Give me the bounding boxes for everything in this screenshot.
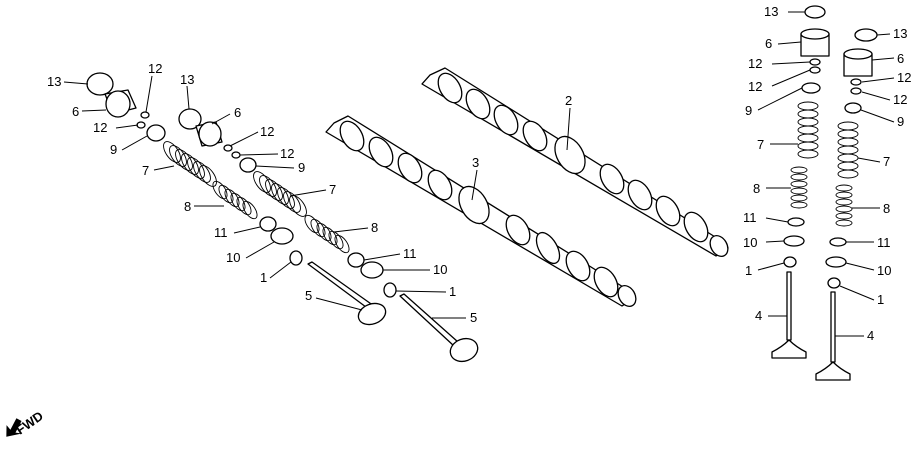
valve-stem-5b [399, 293, 459, 347]
seal-1c [783, 256, 797, 268]
callout-5: 5 [305, 288, 312, 303]
valve-head-5b [449, 337, 479, 363]
callout-1: 1 [260, 270, 267, 285]
valve-stem-4b [830, 291, 836, 363]
callout-4: 4 [867, 328, 874, 343]
callout-12: 12 [748, 79, 762, 94]
valve-head-4a [771, 339, 807, 359]
callout-6: 6 [765, 36, 772, 51]
spring-7b [253, 171, 307, 217]
callout-12: 12 [897, 70, 911, 85]
callout-8: 8 [184, 199, 191, 214]
seat-10a [270, 227, 294, 245]
callout-12: 12 [148, 61, 162, 76]
valve-assembly-left-a [86, 72, 387, 326]
shim-13c [804, 5, 826, 19]
spring-7a [163, 141, 217, 187]
callout-12: 12 [748, 56, 762, 71]
callout-2: 2 [565, 93, 572, 108]
callout-13: 13 [47, 74, 61, 89]
spring-8d [835, 184, 853, 227]
callout-10: 10 [743, 235, 757, 250]
callout-13: 13 [764, 4, 778, 19]
shim-13b [178, 108, 202, 130]
seal-1b [383, 282, 397, 298]
callout-3: 3 [472, 155, 479, 170]
callout-12: 12 [93, 120, 107, 135]
spring-8b [304, 214, 350, 254]
shim-13d [854, 28, 878, 42]
callout-6: 6 [897, 51, 904, 66]
callout-1: 1 [877, 292, 884, 307]
forward-label: FWD [13, 408, 46, 437]
callout-10: 10 [877, 263, 891, 278]
callout-11: 11 [403, 246, 417, 261]
callout-1: 1 [745, 263, 752, 278]
callout-7: 7 [329, 182, 336, 197]
valve-head-5a [357, 302, 387, 326]
seat-11b [347, 252, 365, 268]
seal-1d [827, 277, 841, 289]
spring-8c [790, 166, 808, 209]
retainer-9b [239, 157, 257, 173]
callout-9: 9 [298, 160, 305, 175]
valve-assembly-right-c [771, 5, 830, 359]
callout-8: 8 [883, 201, 890, 216]
callout-1: 1 [449, 284, 456, 299]
callout-13: 13 [893, 26, 907, 41]
camshaft-2 [421, 67, 729, 257]
callout-11: 11 [877, 235, 891, 250]
callout-11: 11 [214, 225, 228, 240]
callout-10: 10 [433, 262, 447, 277]
valve-head-4b [815, 361, 851, 381]
callout-11: 11 [743, 210, 757, 225]
callout-10: 10 [226, 250, 240, 265]
callout-9: 9 [897, 114, 904, 129]
seat-10d [825, 256, 847, 268]
seat-11a [259, 216, 277, 232]
seat-11c [787, 217, 805, 227]
callout-5: 5 [470, 310, 477, 325]
retainer-9a [146, 124, 166, 142]
callout-13: 13 [180, 72, 194, 87]
callout-6: 6 [72, 104, 79, 119]
callout-12: 12 [260, 124, 274, 139]
callout-9: 9 [745, 103, 752, 118]
callout-7: 7 [142, 163, 149, 178]
callout-12: 12 [893, 92, 907, 107]
retainer-9c [801, 82, 821, 94]
forward-direction-icon: FWD [6, 408, 46, 437]
callout-8: 8 [753, 181, 760, 196]
seat-11d [829, 237, 847, 247]
callout-8: 8 [371, 220, 378, 235]
seat-10c [783, 235, 805, 247]
spring-7d [837, 121, 859, 179]
callout-12: 12 [280, 146, 294, 161]
callout-9: 9 [110, 142, 117, 157]
callout-4: 4 [755, 308, 762, 323]
valve-stem-4a [786, 271, 792, 341]
callout-7: 7 [883, 154, 890, 169]
spring-8a [212, 180, 258, 220]
leader-lines [63, 11, 895, 337]
shim-13a [86, 72, 114, 96]
camshaft-3 [325, 115, 637, 307]
seat-10b [360, 261, 384, 279]
seal-1a [289, 250, 303, 266]
retainer-9d [844, 102, 862, 114]
valve-assembly-right-d [815, 28, 878, 381]
callout-6: 6 [234, 105, 241, 120]
callout-labels: 13 6 12 12 9 7 8 11 10 1 5 13 6 12 12 9 … [47, 4, 911, 343]
spring-7c [797, 101, 819, 159]
callout-7: 7 [757, 137, 764, 152]
